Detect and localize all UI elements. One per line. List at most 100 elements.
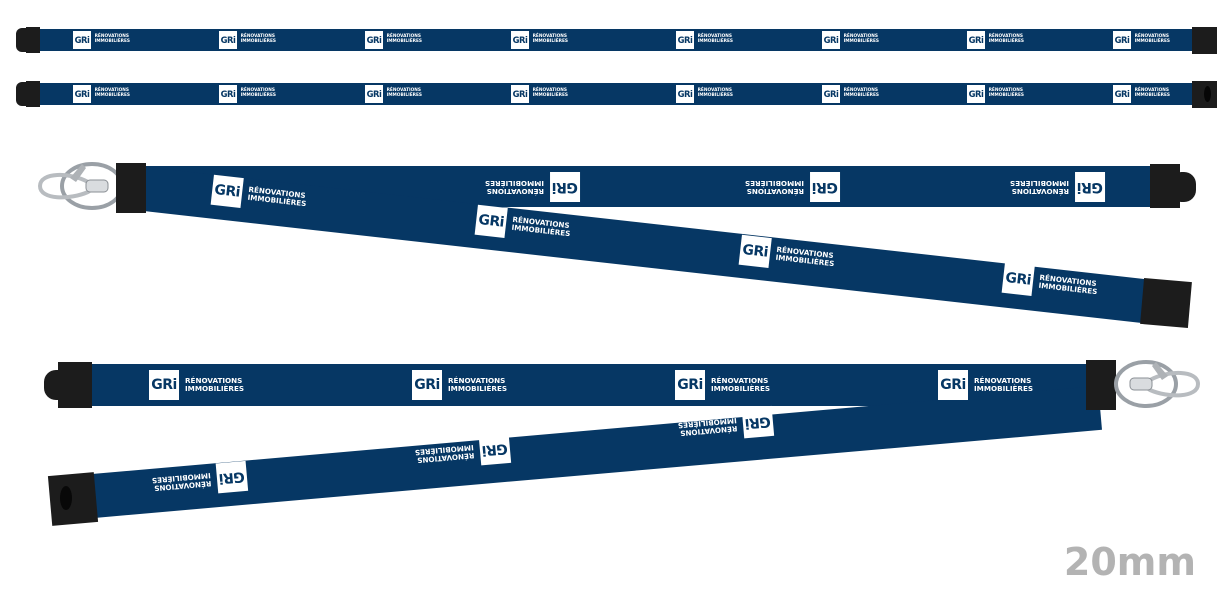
strap-band — [40, 83, 1192, 105]
brand-mark: GRi — [73, 31, 91, 49]
brand-line-1: RÉNOVATIONS — [185, 376, 243, 386]
brand-line-2: IMMOBILIÈRES — [711, 384, 771, 393]
brand-line-2: IMMOBILIÈRES — [532, 93, 569, 98]
brand-mark: GRi — [1075, 172, 1106, 202]
brand-line-1: RÉNOVATIONS — [1134, 34, 1169, 40]
brand-mark: GRi — [1113, 31, 1131, 49]
brand-mark: GRi — [810, 172, 841, 202]
brand-mark: GRi — [822, 31, 840, 49]
brand-mark: GRi — [676, 31, 694, 49]
brand-line-1: RÉNOVATIONS — [974, 376, 1032, 386]
brand-line-1: RÉNOVATIONS — [1134, 88, 1169, 94]
brand-line-2: IMMOBILIÈRES — [386, 39, 423, 44]
brand-line-1: RÉNOVATIONS — [486, 186, 545, 196]
brand-mark: GRi — [676, 85, 694, 103]
brand-line-1: RÉNOVATIONS — [386, 34, 421, 40]
brand-line-2: IMMOBILIÈRES — [94, 39, 131, 44]
brand-mark: GRi — [938, 370, 968, 400]
brand-mark: GRi — [365, 85, 383, 103]
brand-mark: GRi — [365, 31, 383, 49]
brand-line-2: IMMOBILIÈRES — [485, 179, 545, 188]
buckle-housing-left — [26, 81, 40, 107]
buckle-knob — [44, 370, 62, 400]
brand-mark: GRi — [967, 85, 985, 103]
brand-line-2: IMMOBILIÈRES — [532, 39, 569, 44]
brand-line-2: IMMOBILIÈRES — [697, 93, 734, 98]
brand-line-1: RÉNOVATIONS — [988, 88, 1023, 94]
brand-mark: GRi — [967, 31, 985, 49]
brand-line-2: IMMOBILIÈRES — [448, 384, 508, 393]
brand-mark: GRi — [478, 432, 512, 466]
brand-mark: GRi — [822, 85, 840, 103]
brand-line-2: IMMOBILIÈRES — [974, 384, 1034, 393]
brand-line-1: RÉNOVATIONS — [94, 88, 129, 94]
brand-line-1: RÉNOVATIONS — [843, 88, 878, 94]
strap-front-band — [88, 364, 1088, 406]
brand-mark: GRi — [511, 31, 529, 49]
brand-mark: GRi — [73, 85, 91, 103]
size-label: 20mm — [1063, 540, 1196, 584]
brand-line-1: RÉNOVATIONS — [697, 88, 732, 94]
clip-hole — [60, 486, 72, 510]
brand-mark: GRi — [675, 370, 705, 400]
brand-line-2: IMMOBILIÈRES — [843, 39, 880, 44]
brand-line-1: RÉNOVATIONS — [386, 88, 421, 94]
swivel-hook-icon — [1114, 360, 1201, 408]
buckle-housing-left — [26, 27, 40, 53]
swivel-hook-icon — [37, 162, 124, 210]
brand-line-2: IMMOBILIÈRES — [240, 39, 277, 44]
crimp-end-right — [1086, 360, 1116, 410]
brand-line-2: IMMOBILIÈRES — [697, 39, 734, 44]
brand-line-2: IMMOBILIÈRES — [386, 93, 423, 98]
brand-line-1: RÉNOVATIONS — [240, 34, 275, 40]
clip-hole — [1204, 86, 1211, 102]
brand-line-1: RÉNOVATIONS — [1011, 186, 1070, 196]
brand-line-2: IMMOBILIÈRES — [988, 39, 1025, 44]
buckle-knob — [1178, 172, 1196, 202]
brand-mark: GRi — [741, 405, 775, 439]
brand-line-2: IMMOBILIÈRES — [185, 384, 245, 393]
breakaway-buckle-right — [1150, 164, 1180, 208]
brand-line-2: IMMOBILIÈRES — [1134, 93, 1171, 98]
brand-mark: GRi — [1113, 85, 1131, 103]
brand-mark: GRi — [219, 31, 237, 49]
brand-line-1: RÉNOVATIONS — [532, 88, 567, 94]
brand-mark: GRi — [219, 85, 237, 103]
